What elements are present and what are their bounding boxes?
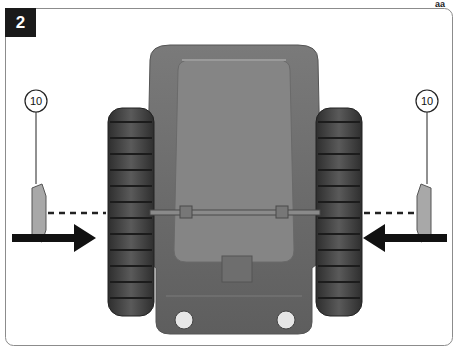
axle-clip	[276, 206, 288, 218]
mower-body	[146, 45, 322, 334]
front-hole	[277, 311, 295, 329]
figure-frame	[6, 9, 453, 346]
direction-arrow	[12, 224, 96, 252]
left-wheel	[108, 108, 154, 316]
alignment-line	[48, 212, 106, 215]
axle-clip	[180, 206, 192, 218]
page-marker: aa	[428, 0, 452, 9]
callout-number: 10	[417, 93, 437, 109]
wheel-cap	[417, 184, 431, 242]
wheel-cap	[32, 184, 46, 242]
body-seam	[166, 295, 302, 297]
axle	[150, 210, 320, 215]
figure-number-box	[5, 8, 36, 37]
mower-top-cover	[174, 60, 294, 262]
alignment-line	[364, 212, 415, 215]
leader-line	[427, 112, 428, 184]
figure-number: 2	[5, 8, 36, 37]
mower-connector	[222, 256, 252, 282]
wheel-tread	[110, 122, 360, 298]
leader-line	[36, 112, 37, 184]
callout-circle	[416, 90, 438, 112]
cover-edge	[182, 59, 286, 61]
direction-arrow	[363, 224, 447, 252]
callout-number: 10	[26, 93, 46, 109]
front-hole	[175, 311, 193, 329]
right-wheel	[316, 108, 362, 316]
callout-circle	[25, 90, 47, 112]
